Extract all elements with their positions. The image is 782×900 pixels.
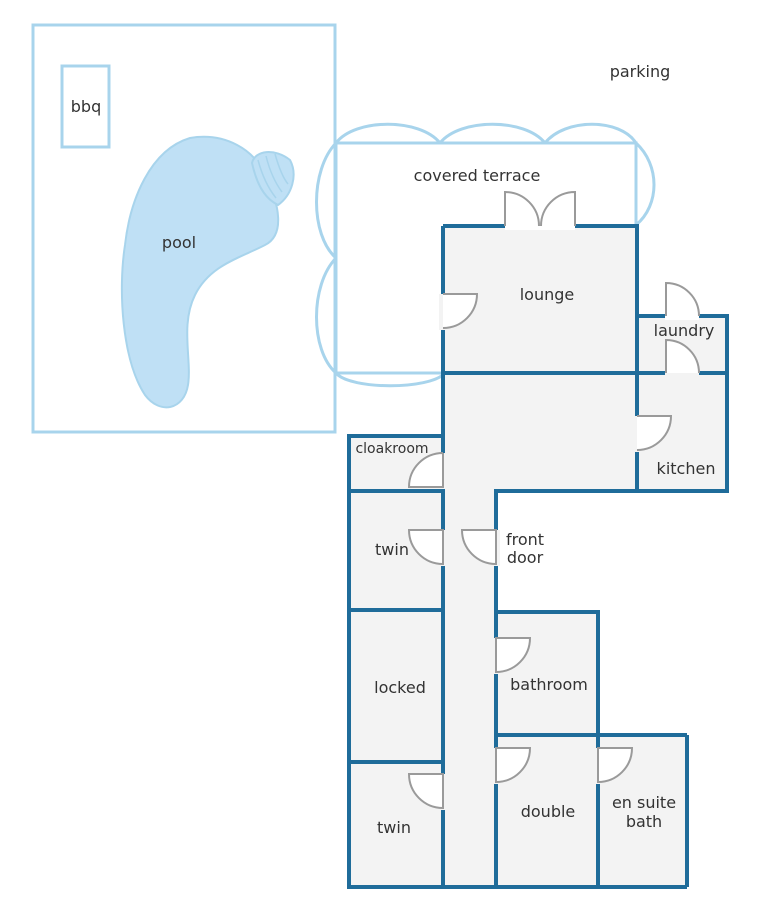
pergola-arc [315,256,338,375]
kitchen-door[interactable] [636,415,673,451]
pergola-arc [315,141,338,260]
pool-shape [120,135,280,409]
lounge-side-door[interactable] [442,293,479,329]
double-bedroom-door[interactable] [495,747,532,784]
pergola-arc [438,122,547,145]
pool-step-line [265,155,283,193]
parking-label: parking [610,62,671,81]
en-suite-door[interactable] [597,747,634,784]
cloakroom-label: cloakroom [355,441,428,457]
laundry-exterior-door[interactable] [665,281,700,317]
pool [120,135,295,409]
terrace-door-left[interactable] [504,190,540,227]
doors [407,190,700,810]
pool-step-line [257,159,277,199]
bathroom-door[interactable] [495,637,532,674]
front-door-label-line1: front [506,530,544,549]
pergola-arc [634,141,656,227]
en-suite-label-line2: bath [626,812,662,831]
cloakroom-door[interactable] [407,452,444,488]
room-labels: bbq pool parking covered terrace lounge … [71,62,716,837]
pool-steps [250,151,295,207]
pool-step-line [274,153,289,185]
pergola-arc [543,122,638,144]
front-door[interactable] [460,529,497,566]
bbq-label: bbq [71,97,101,116]
pool-label: pool [162,233,196,252]
terrace-door-right[interactable] [540,190,576,227]
en-suite-label-line1: en suite [612,793,676,812]
kitchen-label: kitchen [657,459,716,478]
twin-bottom-label: twin [377,818,411,837]
covered-terrace-label: covered terrace [414,166,541,185]
house-walls [347,224,729,889]
double-label: double [521,802,576,821]
laundry-kitchen-door[interactable] [665,338,700,374]
pergola-arc [334,122,442,145]
twin-top-door[interactable] [407,529,444,566]
front-door-label-line2: door [507,548,544,567]
bbq-outline [60,64,111,149]
pergola-arc [334,371,447,388]
laundry-label: laundry [654,321,715,340]
lounge-label: lounge [520,285,575,304]
bathroom-label: bathroom [510,675,588,694]
twin-top-label: twin [375,540,409,559]
locked-label: locked [374,678,426,697]
twin-bottom-door[interactable] [407,773,444,810]
